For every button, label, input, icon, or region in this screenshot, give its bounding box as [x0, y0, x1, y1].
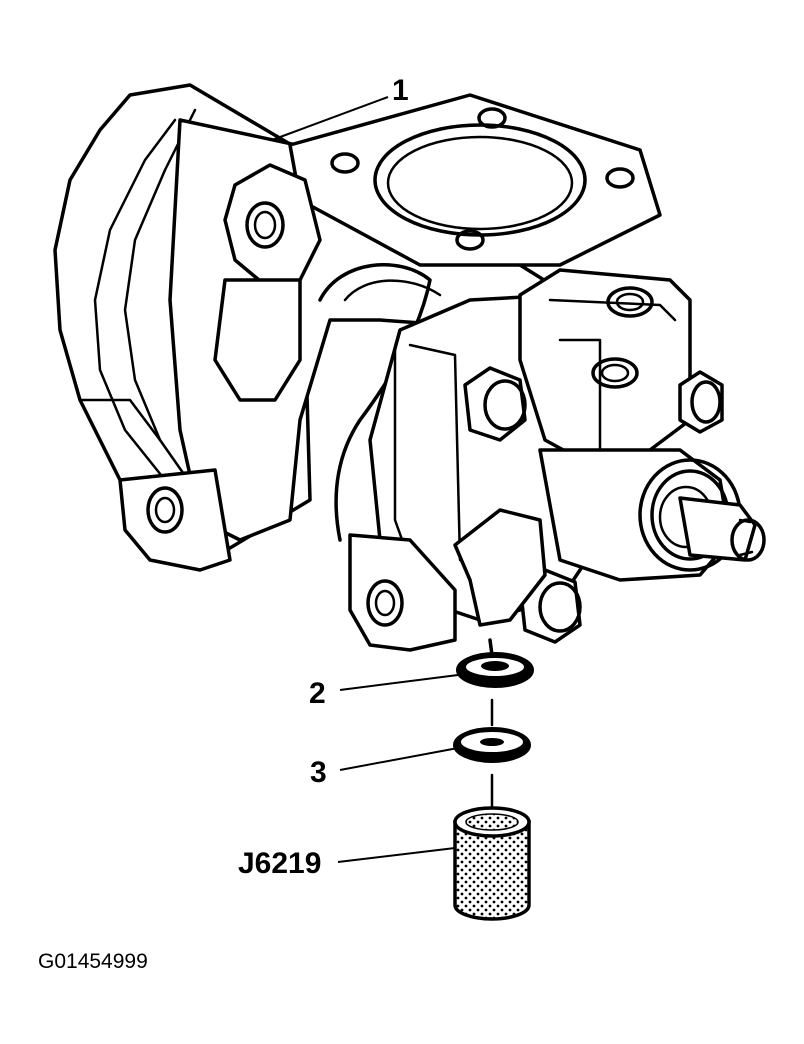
leader-3: [339, 747, 459, 771]
leader-2: [339, 674, 459, 691]
right-bolt: [678, 370, 724, 434]
callout-3: 3: [310, 756, 327, 789]
installer-tool-j6219: [453, 806, 531, 921]
top-port-flange: [288, 93, 662, 267]
input-shaft: [538, 448, 766, 582]
upper-bolt: [463, 366, 527, 442]
callout-2: 2: [309, 677, 326, 710]
callout-tool-j6219: J6219: [238, 847, 321, 880]
steering-gear-housing: [53, 83, 766, 657]
upper-mounting-ear: [213, 163, 322, 402]
lower-left-mounting-ear: [118, 468, 232, 572]
seal-item-2: [456, 652, 534, 688]
leader-tool: [337, 847, 456, 863]
lower-front-mounting-ear: [348, 533, 457, 652]
callout-1: 1: [392, 74, 409, 107]
washer-item-3: [453, 727, 531, 763]
leader-1: [271, 96, 389, 141]
figure-id: G01454999: [38, 950, 148, 973]
valve-port-block: [518, 268, 692, 472]
